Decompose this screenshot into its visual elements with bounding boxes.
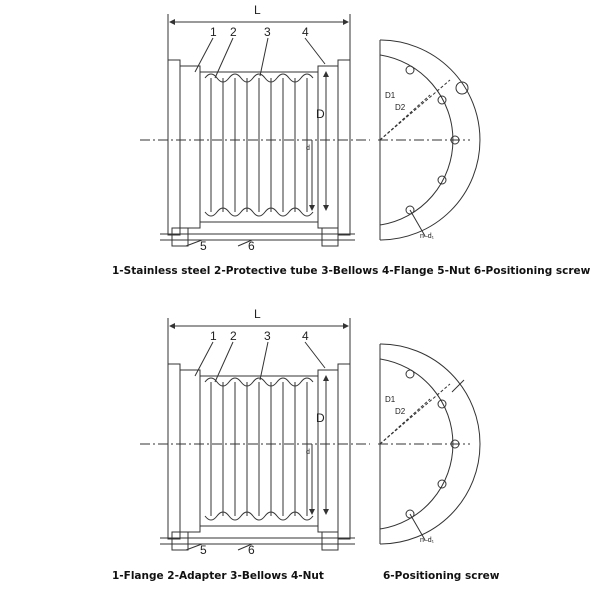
d2-label: D2: [395, 103, 406, 112]
inner-diameter-label: d: [306, 145, 310, 152]
top-caption: 1-Stainless steel 2-Protective tube 3-Be…: [112, 265, 591, 277]
bottom-caption-right: 6-Positioning screw: [383, 570, 500, 582]
callout-2: 2: [230, 25, 237, 39]
holes-label: n–d₁: [420, 233, 435, 240]
callout-5: 5: [200, 543, 207, 557]
d1-label: D1: [385, 395, 396, 404]
flange-end-view: [378, 39, 481, 241]
callout-1: 1: [210, 329, 217, 343]
bottom-drawing-panel: L D d D1 D2 n–d₁ 1 2 3 4 5 6 1-Flange 2-…: [0, 300, 600, 600]
nut-left: [171, 227, 189, 247]
bottom-caption-left: 1-Flange 2-Adapter 3-Bellows 4-Nut: [112, 570, 324, 582]
right-flange: [337, 59, 351, 236]
diameter-label: D: [316, 107, 325, 121]
callout-5: 5: [200, 239, 207, 253]
bellows: [204, 377, 314, 521]
callout-6: 6: [248, 239, 255, 253]
nut-right: [321, 531, 339, 551]
top-drawing: L D d D1 D2 n–d₁ 1 2 3 4 5 6: [140, 3, 481, 253]
diameter-label: D: [316, 411, 325, 425]
d1-label: D1: [385, 91, 396, 100]
inner-diameter-label: d: [306, 449, 310, 456]
right-flange: [337, 363, 351, 540]
callout-3: 3: [264, 25, 271, 39]
nut-left: [171, 531, 189, 551]
callout-4: 4: [302, 25, 309, 39]
length-label: L: [254, 307, 261, 321]
top-drawing-panel: L D d D1 D2 n–d₁ 1 2 3 4 5 6 1-Stainless…: [112, 3, 591, 277]
bolt-hole-detail: [455, 81, 469, 95]
bellows: [204, 73, 314, 217]
callout-3: 3: [264, 329, 271, 343]
callout-1: 1: [210, 25, 217, 39]
length-label: L: [254, 3, 261, 17]
bottom-drawing: L D d D1 D2 n–d₁ 1 2 3 4 5 6: [140, 307, 481, 557]
d2-label: D2: [395, 407, 406, 416]
nut-right: [321, 227, 339, 247]
left-flange: [167, 363, 181, 540]
callout-4: 4: [302, 329, 309, 343]
holes-label: n–d₁: [420, 537, 435, 544]
callout-6: 6: [248, 543, 255, 557]
left-flange: [167, 59, 181, 236]
flange-end-view: [378, 343, 481, 545]
callout-2: 2: [230, 329, 237, 343]
